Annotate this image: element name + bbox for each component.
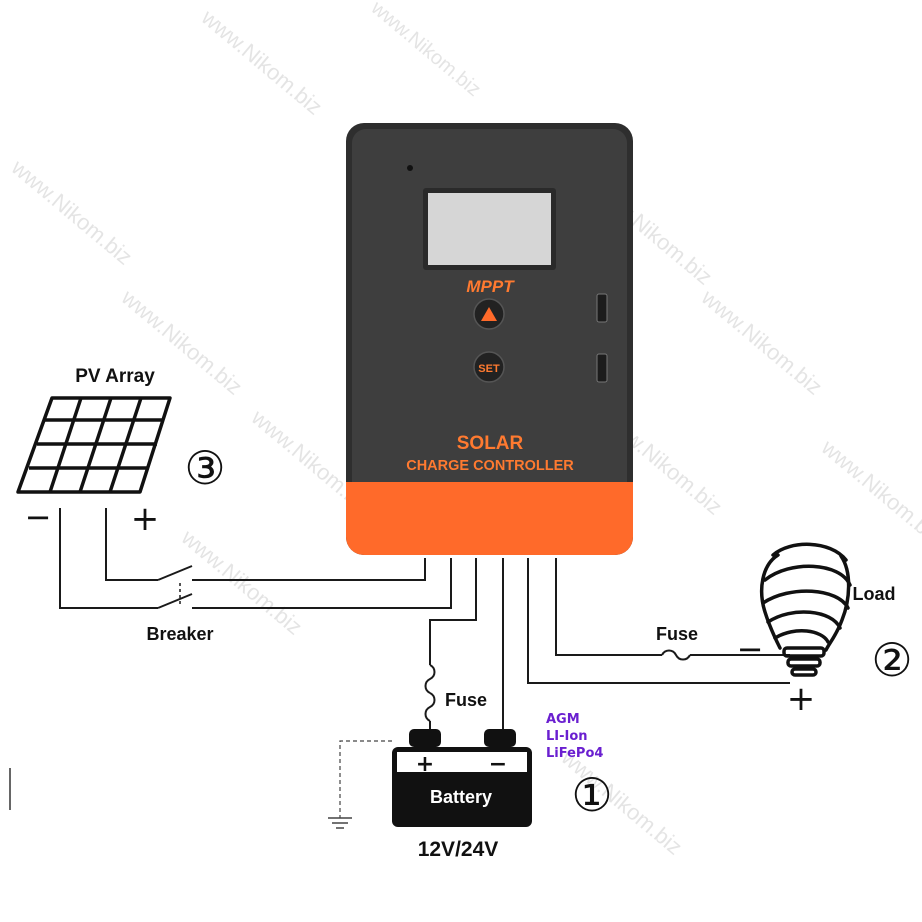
charge-controller: MPPT SET SOLAR CHARGE CONTROLLER [346,123,633,555]
breaker-switch-bottom [157,593,193,609]
load-positive-wire [527,558,790,684]
controller-orange-base [346,482,633,555]
battery-type-lifepo4: LiFePo4 [546,746,603,761]
battery-fuse-icon-2 [424,692,436,722]
pv-array-label: PV Array [75,366,155,387]
pv-negative-wire [59,508,158,609]
lcd-screen [428,193,551,265]
watermark-text: www.Nikom.biz [696,284,827,400]
indicator-led [407,165,413,171]
battery-minus-sign: − [489,752,507,777]
battery-label: Battery [430,787,492,807]
load-negative-wire [555,558,662,656]
battery-positive-wire [429,558,477,665]
load-fuse-label: Fuse [656,624,698,644]
load-label: Load [853,584,896,604]
battery-number-badge: ① [571,768,612,822]
watermark-text: www.Nikom.biz [816,434,922,550]
load: Load Fuse − + ② [656,542,913,719]
battery-type-agm: AGM [546,712,580,727]
battery-fuse-icon [424,664,436,694]
pv-positive-wire [105,508,158,581]
load-number-badge: ② [871,633,912,687]
battery-fuse-label: Fuse [445,690,487,710]
usb-port-icon [596,353,608,383]
set-button[interactable] [473,351,505,383]
load-fuse-icon [661,649,691,661]
battery-plus-sign: + [416,752,434,777]
controller-title-charge: CHARGE CONTROLLER [406,458,574,474]
load-minus-sign: − [737,630,764,668]
pv-array: PV Array − + ③ [16,366,226,539]
usb-port-icon [596,293,608,323]
controller-face [352,129,627,549]
set-button-label: SET [478,363,500,375]
pv-number-badge: ③ [184,441,225,495]
pv-positive-wire-2 [192,558,426,581]
watermark-text: www.Nikom.biz [196,4,327,120]
battery-negative-terminal [484,729,516,747]
battery-positive-terminal [409,729,441,747]
pv-plus-sign: + [131,499,160,539]
watermark-text: www.Nikom.biz [6,154,137,270]
up-arrow-icon [481,307,497,321]
mppt-label: MPPT [466,277,515,296]
wires [9,508,790,829]
ground-wire [339,740,392,818]
light-bulb-icon [759,542,852,677]
breaker-switch-top [157,565,193,581]
battery: Fuse + − Battery 12V/24V AGM LI-Ion LiFe… [392,690,613,861]
solar-panel-icon [16,396,172,494]
pv-minus-sign: − [25,498,52,536]
pv-negative-wire-2 [192,558,452,609]
breaker-label: Breaker [146,624,213,644]
battery-voltage-label: 12V/24V [418,838,499,861]
controller-title-solar: SOLAR [457,433,524,454]
load-plus-sign: + [787,679,816,719]
watermark-text: www.Nikom.biz [366,0,485,101]
battery-type-li-ion: LI-Ion [546,729,588,744]
battery-top-band [397,752,527,772]
watermark-text: www.Nikom.biz [176,524,307,640]
